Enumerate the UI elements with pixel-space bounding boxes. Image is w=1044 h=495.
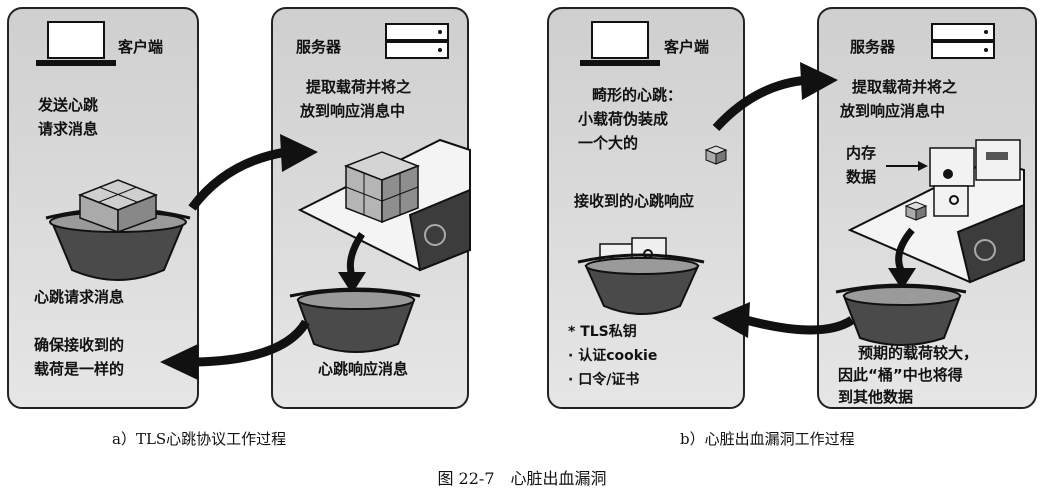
server-icon (931, 23, 995, 59)
ensure-payload-text-2: 载荷是一样的 (34, 360, 124, 378)
arrow-left-icon (160, 344, 198, 380)
memory-data-text-2: 数据 (846, 168, 876, 186)
server-title: 服务器 (296, 38, 342, 56)
response-arrow (195, 319, 310, 367)
cube-payload-icon (343, 151, 421, 224)
extract-payload-text-1: 提取载荷并将之 (852, 78, 957, 96)
server-title: 服务器 (850, 38, 896, 56)
panel-a-client: 客户端 发送心跳 请求消息 心跳请求消息 确保接收到的 载荷是一样的 (7, 7, 199, 409)
heartbeat-request-label: 心跳请求消息 (34, 288, 124, 306)
expected-payload-text-2: 因此“桶”中也将得 (838, 366, 963, 384)
cube-payload-icon (77, 179, 159, 234)
leak-item-0: * TLS私钥 (568, 323, 637, 340)
panel-b-client-box (547, 7, 745, 409)
small-cube-icon (904, 201, 928, 221)
arrow-right-icon (280, 134, 318, 172)
memory-data-boxes-icon (929, 139, 1021, 217)
pot-icon (289, 287, 421, 353)
memory-data-text-1: 内存 (846, 144, 876, 162)
client-title: 客户端 (117, 38, 163, 56)
small-cube-icon (704, 145, 728, 165)
request-arrow (712, 75, 809, 132)
client-title: 客户端 (663, 38, 709, 56)
received-response-label: 接收到的心跳响应 (574, 192, 694, 210)
expected-payload-text-1: 预期的载荷较大， (858, 344, 978, 362)
panel-a-arrows (160, 134, 318, 380)
arrow-down-icon (338, 232, 366, 294)
send-request-text-2: 请求消息 (38, 120, 98, 138)
pointer-arrow-icon (886, 161, 928, 171)
panel-b-caption: b）心脏出血漏洞工作过程 (680, 430, 855, 448)
leak-item-2: · 口令/证书 (568, 371, 639, 388)
figure-caption: 图 22-7 心脏出血漏洞 (437, 469, 606, 488)
malformed-heartbeat-text-2: 小载荷伪装成 (578, 110, 668, 128)
malformed-heartbeat-text-3: 一个大的 (578, 134, 638, 152)
extract-payload-text-1: 提取载荷并将之 (306, 78, 411, 96)
server-icon (385, 23, 449, 59)
arrow-left-icon (712, 302, 750, 338)
panel-b-arrows (712, 62, 855, 338)
response-arrow (744, 315, 855, 335)
leak-item-1: · 认证cookie (568, 347, 657, 364)
ensure-payload-text-1: 确保接收到的 (34, 336, 124, 354)
pot-icon (835, 283, 967, 346)
panel-b-client: 客户端 畸形的心跳： 小载荷伪装成 一个大的 接收到的心跳响应 * TLS私钥 … (547, 7, 745, 409)
send-request-text-1: 发送心跳 (37, 96, 98, 114)
request-arrow (188, 147, 287, 211)
malformed-heartbeat-text-1: 畸形的心跳： (592, 86, 682, 104)
pot-with-data-icon (577, 237, 705, 315)
panel-b-server: 服务器 提取载荷并将之 放到响应消息中 内存 数据 (817, 7, 1037, 409)
panel-a-server: 服务器 提取载荷并将之 放到响应消息中 (271, 7, 471, 409)
extract-payload-text-2: 放到响应消息中 (299, 102, 405, 120)
laptop-icon (580, 21, 660, 66)
pot-with-payload-icon (45, 179, 191, 281)
extract-payload-text-2: 放到响应消息中 (839, 102, 945, 120)
laptop-icon (36, 21, 116, 66)
heartbeat-response-label: 心跳响应消息 (318, 360, 408, 378)
arrow-down-icon (888, 227, 916, 290)
panel-a-caption: a）TLS心跳协议工作过程 (112, 430, 286, 448)
expected-payload-text-3: 到其他数据 (838, 388, 913, 406)
arrow-right-icon (800, 62, 838, 100)
